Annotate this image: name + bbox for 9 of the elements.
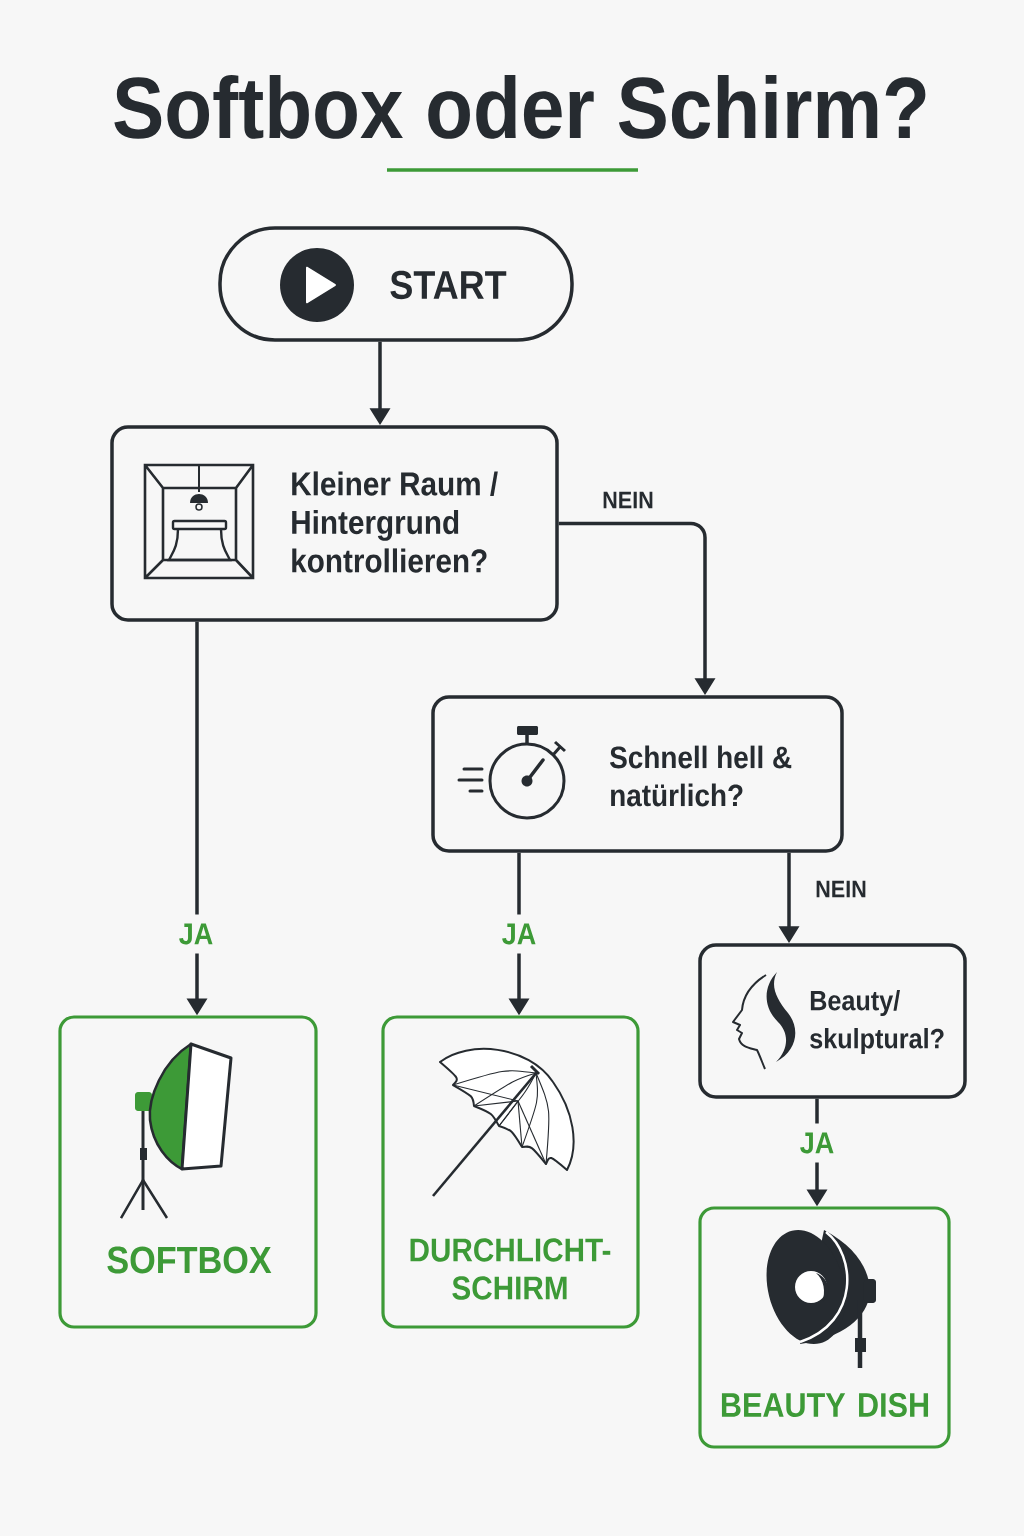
edge-label: JA <box>795 1123 839 1163</box>
edge-label: NEIN <box>603 491 653 509</box>
decision-box: Kleiner Raum / Hintergrund kontrollieren? <box>110 425 559 622</box>
decision-box: Beauty/ skulptural? <box>698 943 967 1099</box>
decision-box: Schnell hell & natürlich? <box>431 695 844 853</box>
edge-label: JA <box>174 914 218 954</box>
edge-label: NEIN <box>816 880 866 898</box>
title: Softbox oder Schirm? <box>114 75 926 139</box>
edge-label: JA <box>497 914 541 954</box>
